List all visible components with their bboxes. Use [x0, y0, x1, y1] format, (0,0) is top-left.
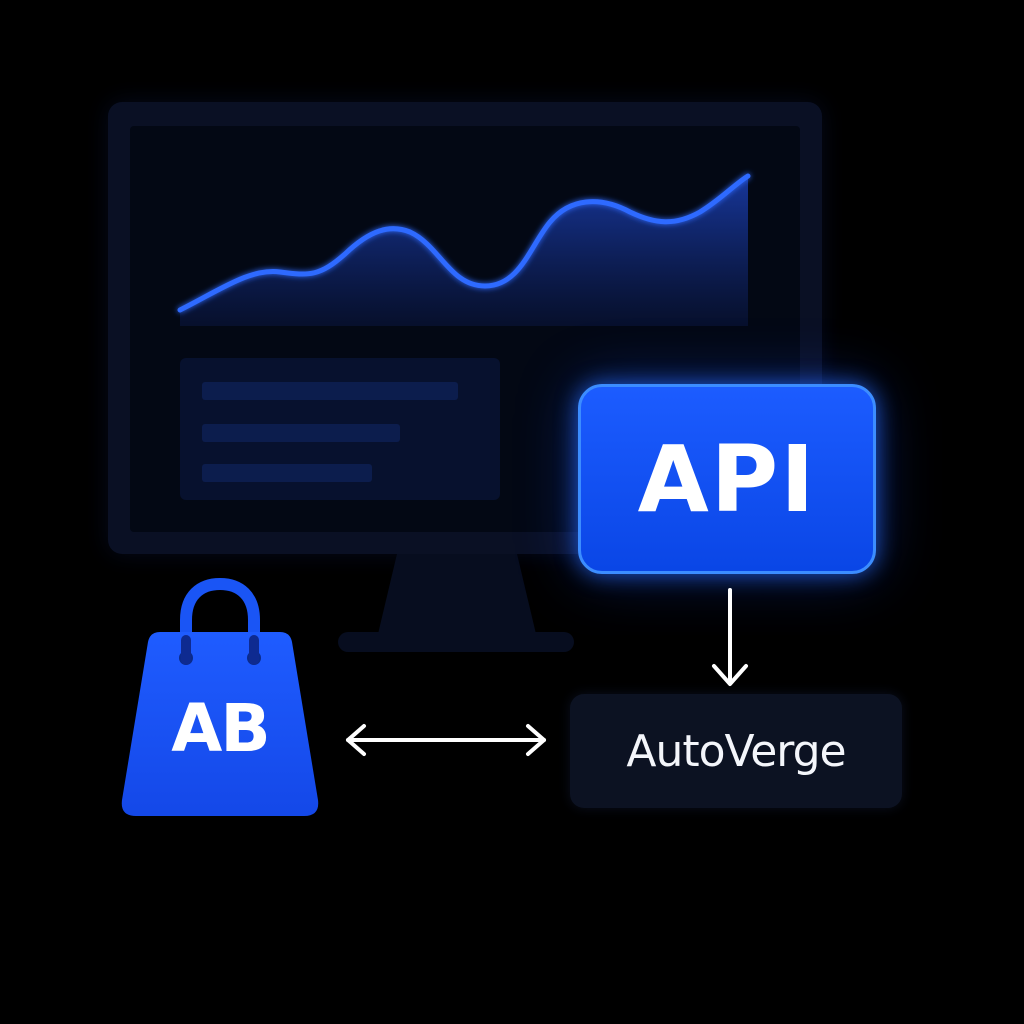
monitor-stand-neck — [378, 554, 536, 634]
dashboard-area-chart — [177, 173, 751, 326]
dashboard-panel — [180, 358, 500, 500]
api-label: API — [637, 425, 817, 533]
bag-body — [121, 632, 319, 816]
shopping-bag-icon — [121, 578, 319, 816]
chart-area-fill — [180, 176, 748, 326]
panel-placeholder-line — [202, 382, 458, 400]
api-node: API — [578, 384, 876, 574]
autoverge-node: AutoVerge — [570, 694, 902, 808]
panel-placeholder-line — [202, 464, 372, 482]
bag-autoverge-double-arrow — [346, 724, 546, 756]
bag-label: AB — [171, 690, 270, 767]
panel-placeholder-line — [202, 424, 400, 442]
monitor-screen — [130, 126, 800, 532]
chart-line — [177, 173, 751, 313]
monitor-stand-base — [338, 632, 574, 652]
monitor-icon — [108, 102, 822, 554]
api-to-autoverge-arrow — [712, 588, 748, 686]
autoverge-label: AutoVerge — [626, 725, 846, 777]
bag-handle — [180, 578, 260, 666]
